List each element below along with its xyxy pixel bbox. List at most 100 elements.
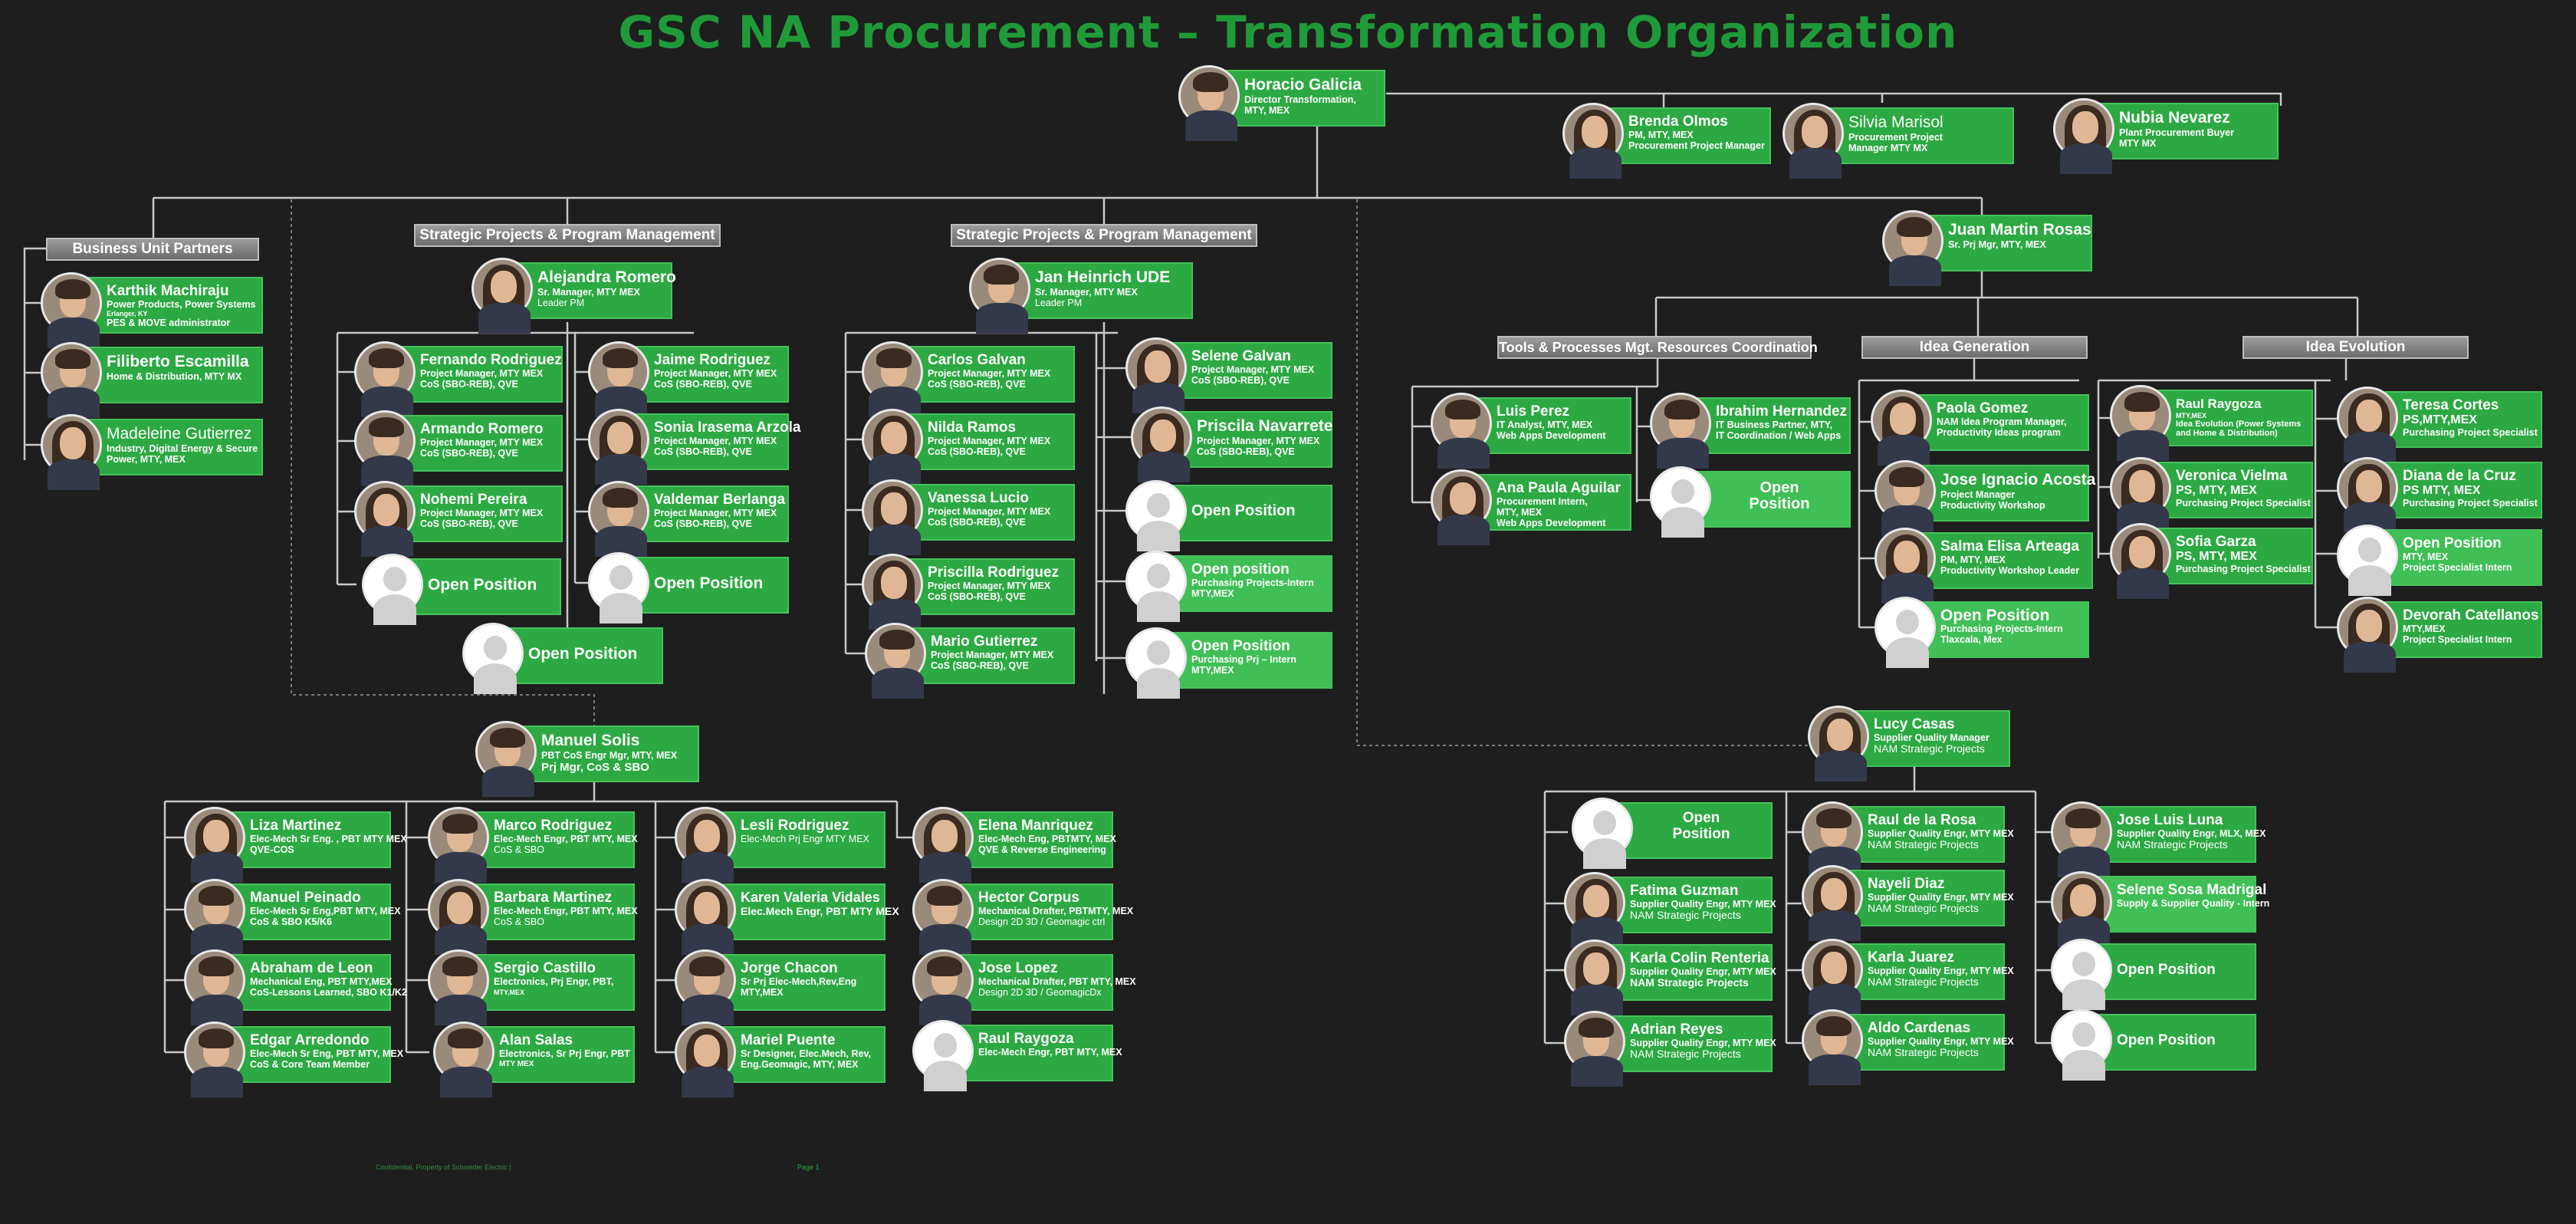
avatar-placeholder [362,554,423,625]
avatar [2337,597,2398,673]
avatar-placeholder [912,1020,974,1091]
avatar-placeholder [462,623,524,694]
card-open-position: Open Position [588,552,789,624]
avatar [2110,457,2171,533]
card-open-position: Open Position [362,554,561,625]
avatar-placeholder [2337,525,2398,596]
avatar [41,272,102,348]
avatar [2051,801,2112,877]
avatar [184,879,245,955]
avatar [862,479,923,555]
avatar [433,1022,495,1097]
avatar [41,342,102,418]
avatar [1431,469,1492,545]
avatar [675,807,736,883]
avatar [41,414,102,490]
avatar [472,258,533,334]
card-open-position: Open Position [2051,939,2256,1010]
avatar [1802,865,1863,941]
footer-page-number: Page 1 [797,1163,820,1171]
avatar [1802,939,1863,1015]
avatar [184,1022,245,1097]
avatar [1125,337,1187,413]
avatar [865,623,926,699]
avatar [1564,939,1625,1015]
avatar [428,879,489,955]
avatar [1802,801,1863,877]
avatar [1131,406,1192,482]
header-tools-processes: Tools & Processes Mgt. Resources Coordin… [1497,336,1818,359]
avatar [2053,98,2114,174]
avatar [675,949,736,1025]
avatar [969,258,1030,334]
avatar [1564,1011,1625,1087]
avatar [2337,457,2398,533]
card-open-position: Open Position [462,623,663,694]
avatar [2110,385,2171,461]
avatar-placeholder [1572,798,1633,869]
header-idea-generation: Idea Generation [1861,336,2088,359]
avatar [1431,393,1492,469]
avatar [1871,390,1932,466]
avatar-placeholder [1875,597,1936,668]
avatar-placeholder [2051,939,2112,1010]
avatar [912,807,974,883]
avatar [862,554,923,630]
avatar-placeholder [2051,1009,2112,1081]
avatar [675,1022,736,1097]
avatar-placeholder [1125,627,1187,699]
card-open-position: Open Position [1125,480,1332,551]
avatar [1650,393,1711,469]
avatar [1875,460,1936,536]
avatar [912,879,974,955]
avatar [1802,1009,1863,1085]
avatar [2110,523,2171,599]
avatar [354,341,416,417]
avatar-placeholder [1125,480,1187,551]
